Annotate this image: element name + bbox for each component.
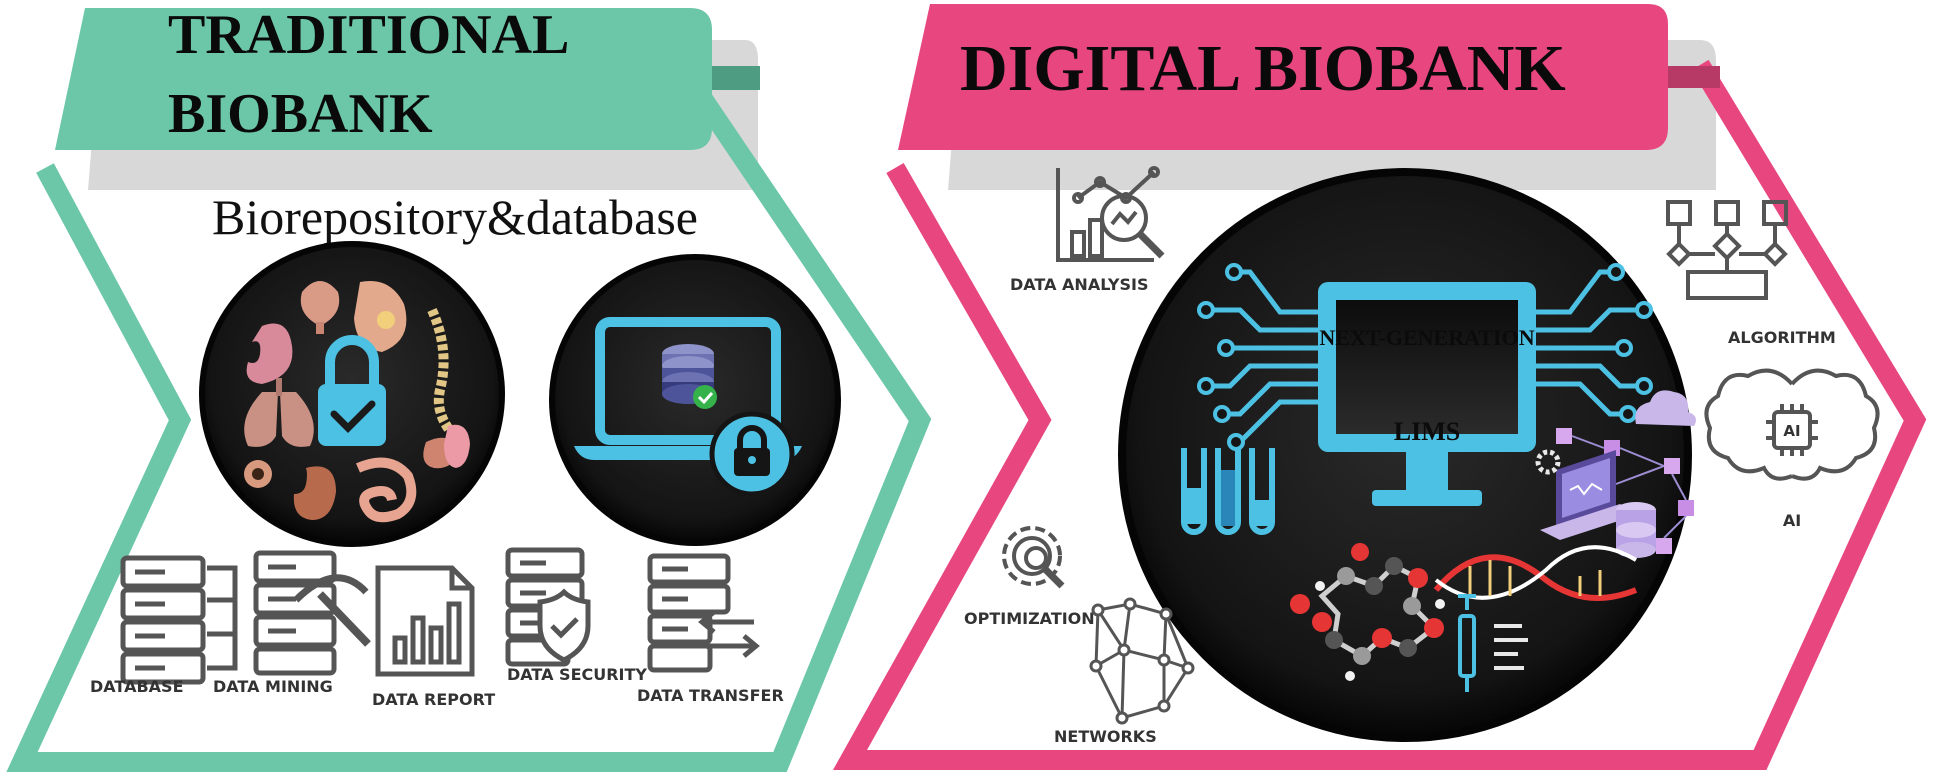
digital-banner-connector bbox=[1660, 66, 1720, 88]
lims-title-line2: LIMS bbox=[1394, 417, 1460, 446]
padlock-check-icon bbox=[318, 335, 386, 446]
digital-title-banner bbox=[898, 4, 1668, 150]
database-icon bbox=[120, 555, 238, 685]
label-data-report: DATA REPORT bbox=[372, 690, 495, 709]
data-report-icon bbox=[375, 565, 475, 677]
monitor-icon bbox=[1318, 282, 1536, 506]
syringe-icon bbox=[1458, 594, 1528, 692]
networks-icon bbox=[1089, 597, 1195, 725]
traditional-title-line1: TRADITIONAL bbox=[168, 4, 569, 66]
traditional-chevron-outline bbox=[6, 59, 932, 772]
breast-icon bbox=[354, 280, 407, 352]
data-transfer-icon bbox=[647, 553, 760, 673]
ai-chip-text: AI bbox=[1783, 422, 1800, 440]
tongue-icon bbox=[444, 424, 470, 468]
data-security-icon bbox=[505, 547, 591, 667]
server-cylinder-icon bbox=[1616, 502, 1656, 558]
label-algorithm: ALGORITHM bbox=[1728, 328, 1836, 347]
data-analysis-icon bbox=[1056, 166, 1165, 262]
laptop-analytics-icon bbox=[1540, 450, 1640, 540]
lims-title-line1: NEXT-GENERATION bbox=[1319, 325, 1534, 350]
optimization-icon bbox=[1002, 526, 1065, 589]
traditional-subtitle: Biorepository&database bbox=[212, 189, 698, 245]
label-data-transfer: DATA TRANSFER bbox=[637, 686, 784, 705]
skin-icon bbox=[244, 460, 272, 488]
traditional-title-line2: BIOBANK bbox=[168, 83, 433, 145]
circuit-nodes bbox=[1197, 263, 1653, 451]
molecule-icon bbox=[1290, 543, 1445, 681]
circuit-lines bbox=[1200, 269, 1650, 445]
label-networks: NETWORKS bbox=[1054, 727, 1157, 746]
digital-title: DIGITAL BIOBANK bbox=[960, 32, 1566, 105]
label-data-analysis: DATA ANALYSIS bbox=[1010, 275, 1149, 294]
intestine-icon bbox=[355, 457, 417, 523]
lock-badge-icon bbox=[709, 411, 795, 497]
spine-icon bbox=[427, 307, 462, 444]
gear-icon bbox=[1535, 449, 1561, 475]
organs-circle bbox=[199, 241, 505, 547]
ai-brain-icon bbox=[1704, 368, 1880, 481]
bladder-icon bbox=[300, 281, 340, 334]
cloud-data-icon bbox=[1556, 390, 1696, 554]
digital-biobank-section: DIGITAL BIOBANK bbox=[832, 4, 1927, 770]
traditional-title-banner bbox=[55, 8, 712, 150]
data-mining-icon bbox=[253, 550, 371, 676]
lungs-icon bbox=[244, 378, 314, 447]
test-tubes-icon bbox=[1181, 448, 1275, 535]
laptop-database-circle bbox=[549, 254, 841, 546]
label-data-mining: DATA MINING bbox=[213, 677, 333, 696]
digital-chevron-outline bbox=[832, 59, 1927, 770]
label-data-security: DATA SECURITY bbox=[507, 665, 647, 684]
algorithm-icon bbox=[1666, 200, 1788, 300]
label-ai: AI bbox=[1783, 511, 1801, 530]
label-optimization: OPTIMIZATION bbox=[964, 609, 1095, 628]
traditional-biobank-section: TRADITIONAL BIOBANK Biorepository&databa… bbox=[6, 4, 932, 772]
stomach-icon bbox=[246, 323, 293, 384]
kidney-icon bbox=[293, 466, 336, 520]
label-database: DATABASE bbox=[90, 677, 184, 696]
check-badge-icon bbox=[693, 385, 717, 409]
